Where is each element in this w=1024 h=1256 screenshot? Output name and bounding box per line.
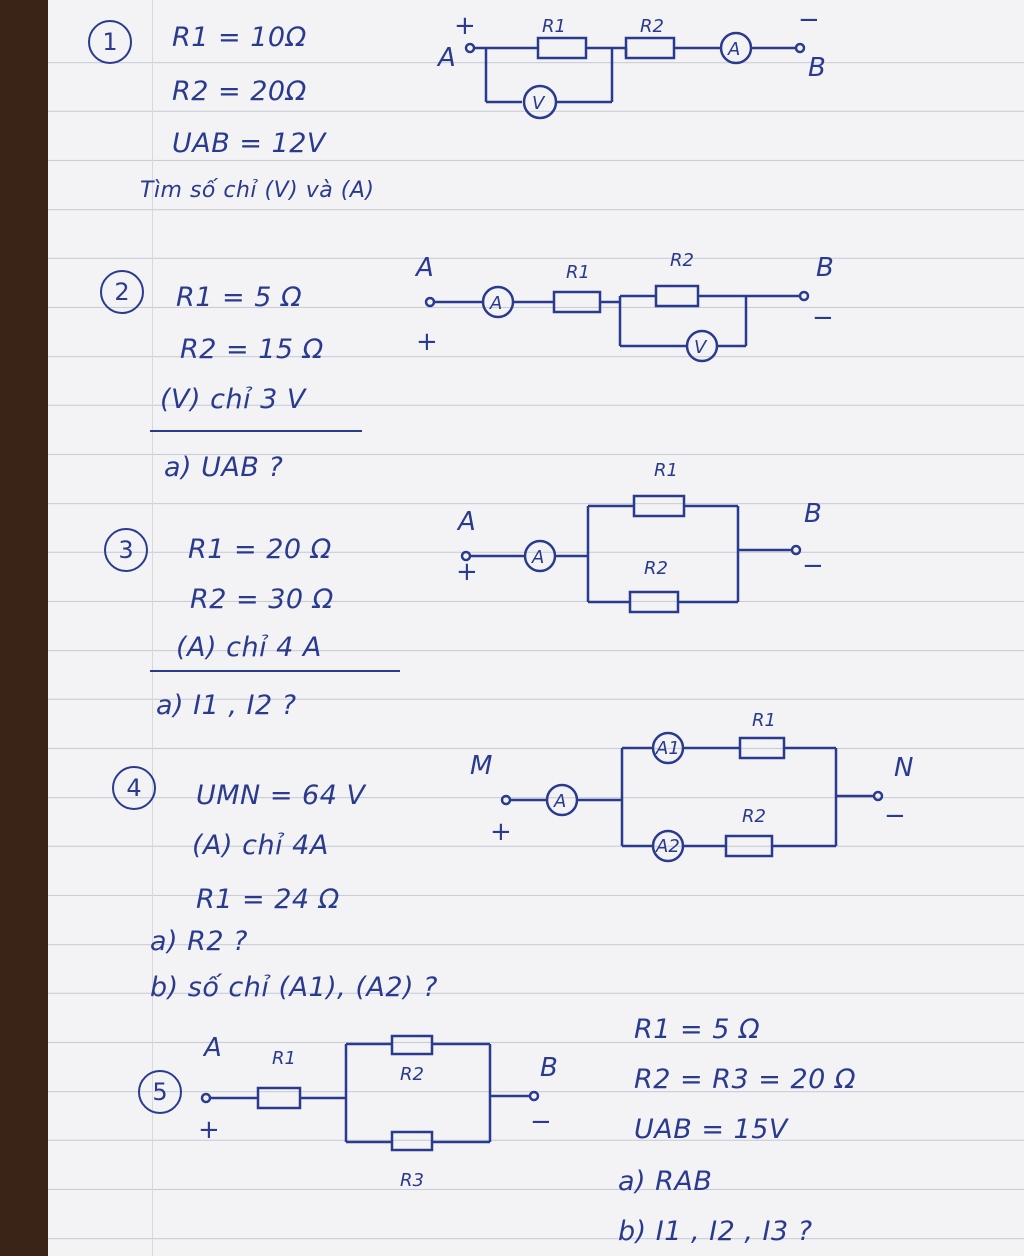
plus-sign: + — [198, 1115, 220, 1145]
plus-sign: + — [416, 327, 438, 357]
problem-1-number: 1 — [88, 20, 132, 64]
minus-sign: − — [798, 5, 820, 35]
resistor-r3 — [390, 1130, 434, 1152]
minus-sign: − — [802, 551, 824, 581]
problem-1-given-r2: R2 = 20Ω — [172, 76, 307, 107]
r2-label: R2 — [644, 558, 668, 579]
resistor-r2 — [724, 834, 774, 858]
resistor-r1 — [536, 36, 588, 60]
plus-sign: + — [456, 557, 478, 587]
problem-4-given-umn: UMN = 64 V — [196, 780, 366, 811]
problem-4-given-ammeter: (A) chỉ 4A — [192, 830, 329, 861]
problem-5-circuit: A + R1 R2 R3 B − — [198, 1033, 558, 1191]
terminal-b-label: B — [540, 1053, 558, 1083]
problem-4-circuit: M + A A1 R1 A2 R2 N − — [470, 710, 913, 863]
plus-sign: + — [454, 11, 476, 41]
problem-2-given-voltmeter: (V) chỉ 3 V — [160, 384, 306, 415]
problem-3-circuit: R1 A + A R2 B − — [456, 460, 824, 614]
terminal-b-label: B — [816, 253, 834, 283]
problem-3-given-r2: R2 = 30 Ω — [190, 584, 334, 615]
ammeter-letter: A — [489, 293, 502, 314]
r1-label: R1 — [542, 16, 566, 37]
ammeter-letter: A — [553, 791, 566, 812]
problem-3-given-r1: R1 = 20 Ω — [188, 534, 332, 565]
problem-2-circuit: A + A R1 R2 V B − — [414, 250, 834, 363]
ammeter-letter: A — [531, 547, 544, 568]
terminal-b — [794, 42, 806, 54]
problem-5-given-uab: UAB = 15V — [634, 1114, 788, 1145]
problem-4-question-a: a) R2 ? — [150, 926, 249, 957]
resistor-r2 — [628, 590, 680, 614]
terminal-a-label: A — [202, 1033, 222, 1063]
terminal-b — [528, 1090, 540, 1102]
r2-label: R2 — [640, 16, 664, 37]
r2-label: R2 — [742, 806, 766, 827]
terminal-a — [424, 296, 436, 308]
voltmeter-letter: V — [694, 337, 708, 358]
problem-2-divider — [150, 430, 362, 432]
problem-1-circuit: A + R1 V R2 A B − — [436, 5, 826, 120]
problem-1-given-r1: R1 = 10Ω — [172, 22, 307, 53]
terminal-b-label: B — [808, 53, 826, 83]
terminal-a-label: A — [456, 507, 476, 537]
margin-line — [152, 0, 153, 1256]
terminal-a — [460, 550, 472, 562]
terminal-b — [798, 290, 810, 302]
problem-1-given-uab: UAB = 12V — [172, 128, 326, 159]
resistor-r1 — [552, 290, 602, 314]
problem-3-question: a) I1 , I2 ? — [156, 690, 297, 721]
problem-2-number: 2 — [100, 270, 144, 314]
r1-label: R1 — [272, 1048, 296, 1069]
minus-sign: − — [812, 303, 834, 333]
terminal-a-label: A — [436, 43, 456, 73]
notebook-page — [48, 0, 1024, 1256]
minus-sign: − — [530, 1107, 552, 1137]
problem-5-given-r1: R1 = 5 Ω — [634, 1014, 761, 1045]
terminal-m-label: M — [470, 751, 492, 781]
r1-label: R1 — [654, 460, 678, 481]
problem-4-question-b: b) số chỉ (A1), (A2) ? — [150, 972, 438, 1003]
problem-3-given-ammeter: (A) chỉ 4 A — [176, 632, 322, 663]
problem-5-number: 5 — [138, 1070, 182, 1114]
terminal-b — [790, 544, 802, 556]
resistor-r2 — [390, 1034, 434, 1056]
problem-2-given-r2: R2 = 15 Ω — [180, 334, 324, 365]
problem-4-given-r1: R1 = 24 Ω — [196, 884, 340, 915]
resistor-r1 — [738, 736, 786, 760]
problem-4-number: 4 — [112, 766, 156, 810]
ammeter-letter: A — [727, 39, 740, 60]
terminal-b-label: B — [804, 499, 822, 529]
problem-3-divider — [150, 670, 400, 672]
plus-sign: + — [490, 817, 512, 847]
terminal-a-label: A — [414, 253, 434, 283]
voltmeter-letter: V — [532, 93, 546, 114]
problem-2-given-r1: R1 = 5 Ω — [176, 282, 303, 313]
problem-5-given-r2-r3: R2 = R3 = 20 Ω — [634, 1064, 857, 1095]
resistor-r1 — [256, 1086, 302, 1110]
resistor-r2 — [654, 284, 700, 308]
terminal-n-label: N — [894, 753, 913, 783]
ammeter-a2-letter: A2 — [655, 836, 680, 857]
terminal-a — [464, 42, 476, 54]
problem-2-question: a) UAB ? — [164, 452, 284, 483]
r2-label: R2 — [670, 250, 694, 271]
r1-label: R1 — [752, 710, 776, 731]
r1-label: R1 — [566, 262, 590, 283]
resistor-r1 — [632, 494, 686, 518]
terminal-m — [500, 794, 512, 806]
ammeter-a1-letter: A1 — [655, 738, 680, 759]
r3-label: R3 — [400, 1170, 424, 1191]
problem-5-question-b: b) I1 , I2 , I3 ? — [618, 1216, 813, 1247]
resistor-r2 — [624, 36, 676, 60]
terminal-n — [872, 790, 884, 802]
problem-3-number: 3 — [104, 528, 148, 572]
problem-1-question: Tìm số chỉ (V) và (A) — [140, 178, 375, 203]
terminal-a — [200, 1092, 212, 1104]
problem-5-question-a: a) RAB — [618, 1166, 713, 1197]
minus-sign: − — [884, 801, 906, 831]
r2-label: R2 — [400, 1064, 424, 1085]
